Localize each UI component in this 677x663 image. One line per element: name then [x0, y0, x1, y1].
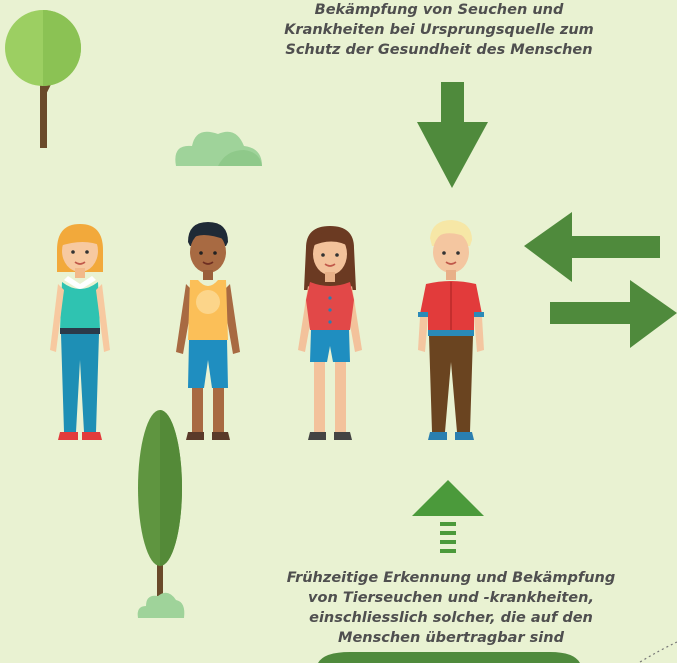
arrow-up-icon	[412, 480, 484, 553]
bottom-bar-shape	[318, 652, 580, 663]
caption-top: Bekämpfung von Seuchen und Krankheiten b…	[262, 0, 616, 60]
caption-bottom: Frühzeitige Erkennung und Bekämpfung von…	[266, 568, 636, 648]
person-woman-blonde-icon	[50, 224, 110, 440]
caption-top-line-3: Schutz der Gesundheit des Menschen	[285, 42, 593, 58]
tall-tree-icon	[137, 410, 185, 618]
arrow-down-icon	[417, 82, 488, 188]
dotted-line-shape	[639, 641, 677, 663]
arrow-left-icon	[524, 212, 660, 282]
bush-icon	[175, 131, 262, 166]
person-man-dark-icon	[176, 222, 240, 440]
caption-bottom-line-3: einschliesslich solcher, die auf den	[309, 610, 593, 626]
round-tree-icon	[5, 10, 81, 148]
caption-bottom-line-4: Menschen übertragbar sind	[338, 630, 564, 646]
person-man-blond-icon	[418, 220, 484, 440]
caption-bottom-line-2: von Tierseuchen und -krankheiten,	[308, 590, 594, 606]
caption-top-line-2: Krankheiten bei Ursprungsquelle zum	[284, 22, 594, 38]
caption-bottom-line-1: Frühzeitige Erkennung und Bekämpfung	[286, 570, 616, 586]
caption-top-line-1: Bekämpfung von Seuchen und	[314, 2, 564, 18]
arrow-right-icon	[550, 280, 677, 348]
person-woman-brunette-icon	[298, 226, 362, 440]
